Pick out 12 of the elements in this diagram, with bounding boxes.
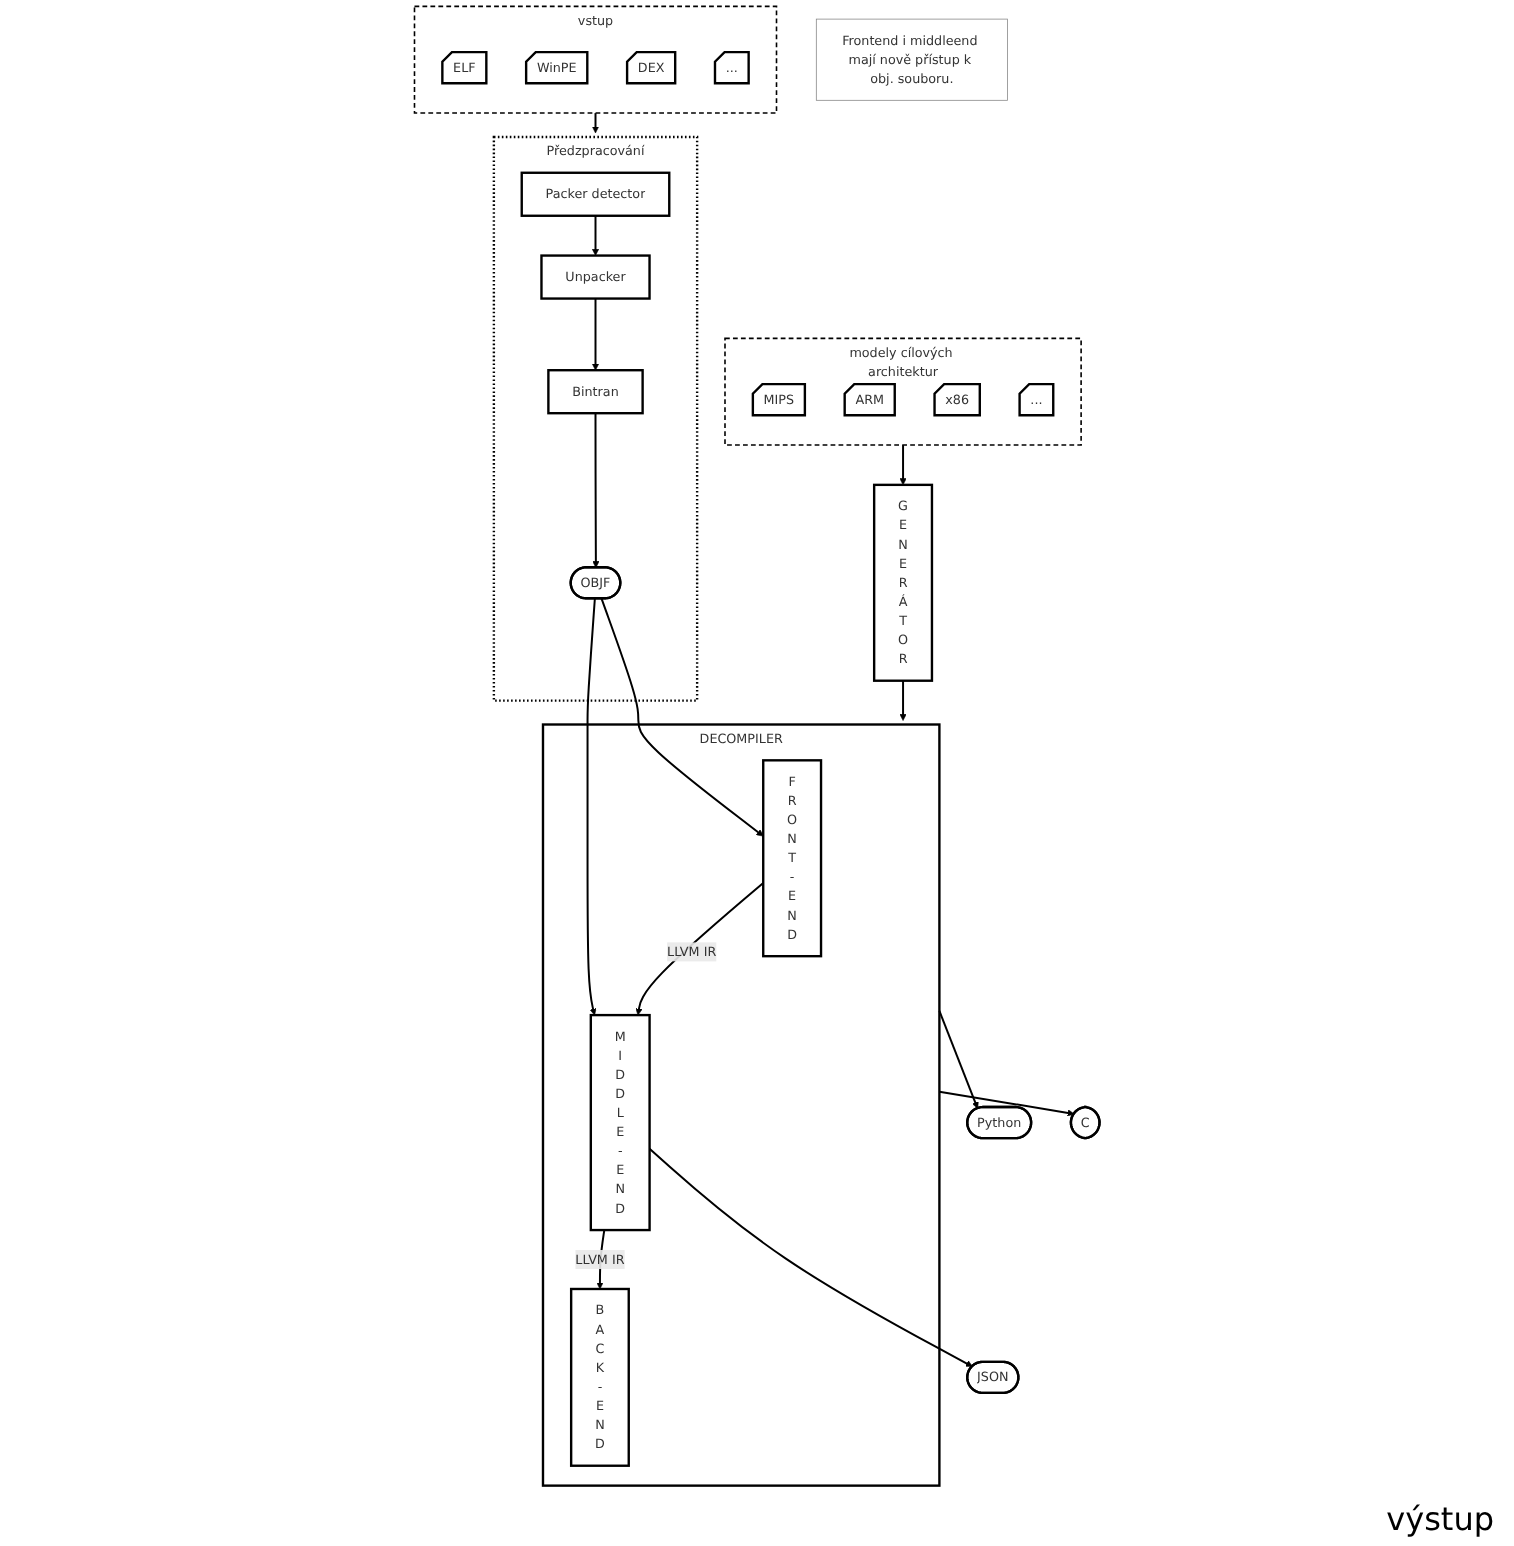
note-text: výstup: [1384, 1500, 1494, 1538]
arrow: [648, 1147, 973, 1367]
arrow: [938, 1090, 1075, 1117]
arrow: [592, 214, 599, 256]
arrow: [586, 597, 597, 1016]
arrow: [592, 412, 600, 568]
arrow: [592, 297, 599, 371]
arrow: [635, 881, 765, 1016]
arrow: [600, 597, 764, 837]
arrow: [899, 679, 907, 721]
arrow: [938, 1009, 979, 1109]
arrow: [899, 444, 907, 486]
